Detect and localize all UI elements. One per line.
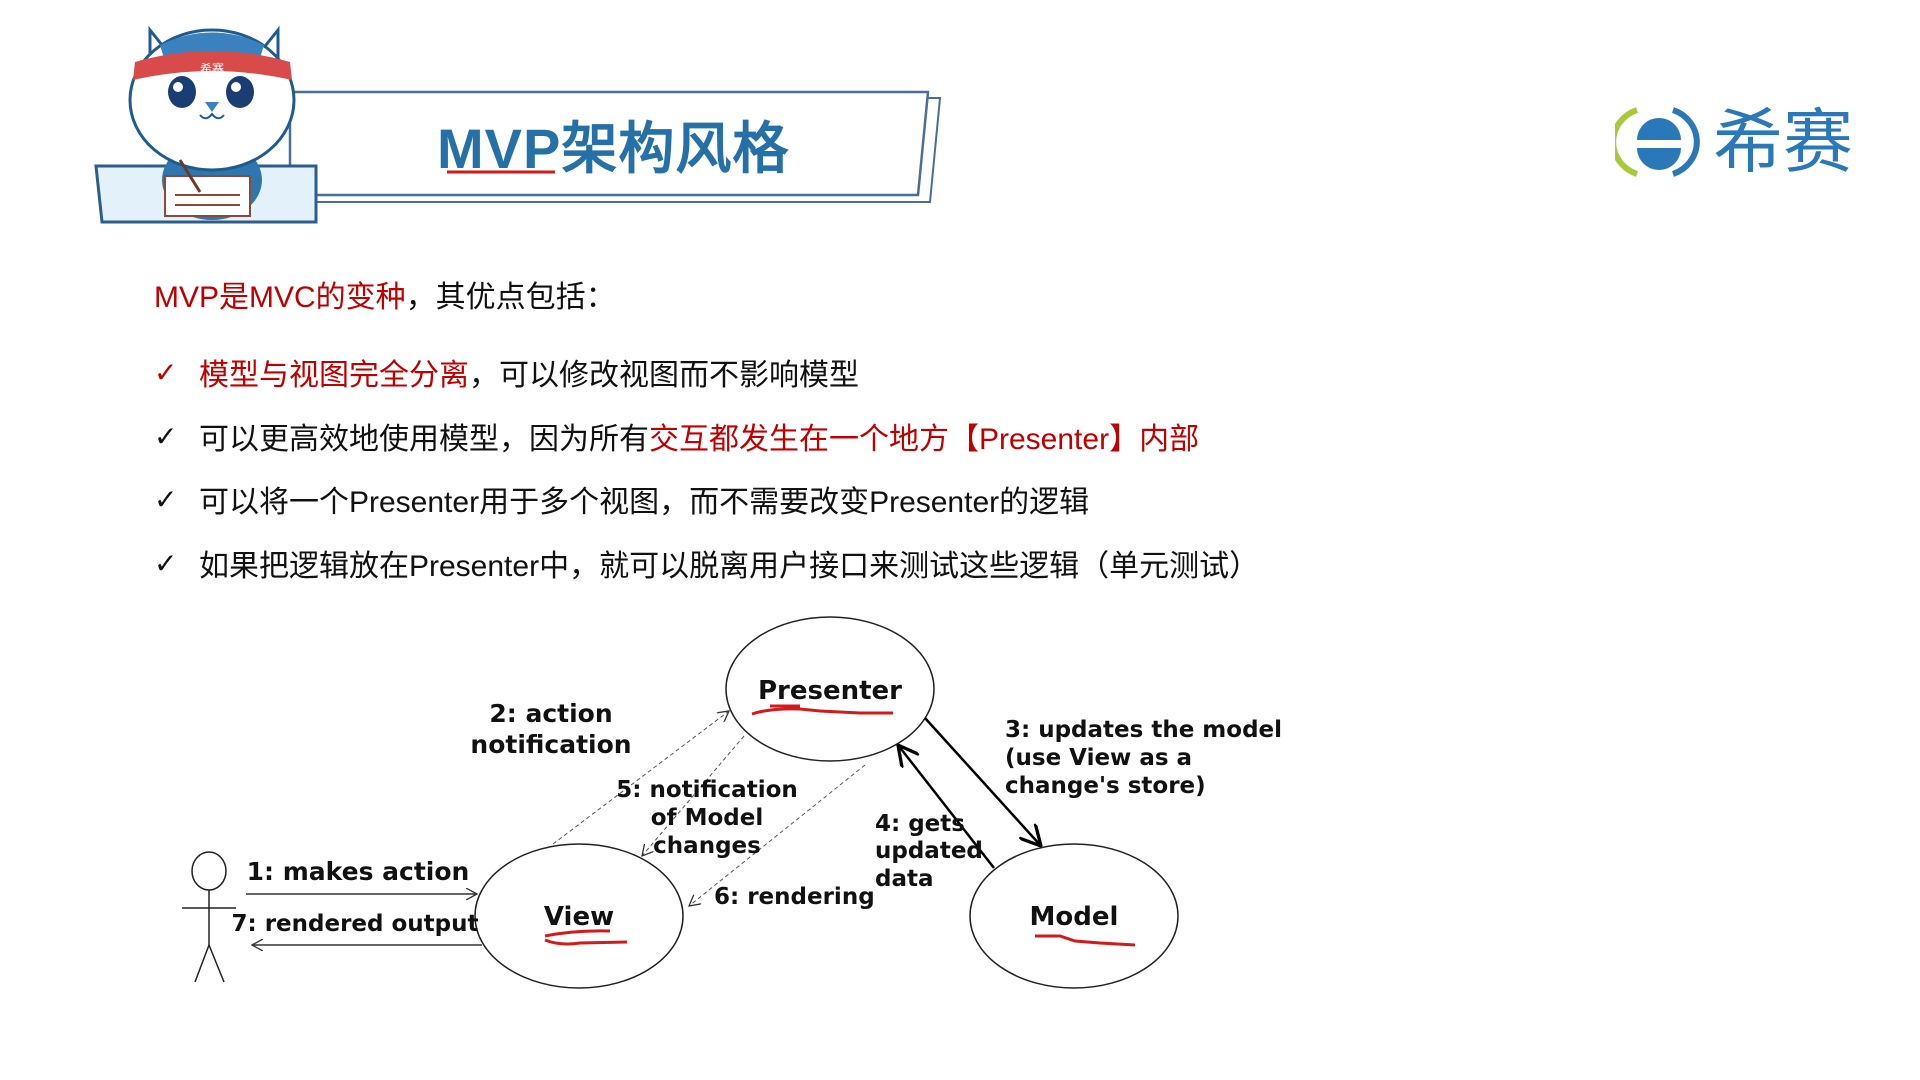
label-notification-1: 5: notification: [616, 777, 798, 803]
check-icon: ✓: [154, 547, 178, 579]
advantage-text: 可以更高效地使用模型，因为所有: [199, 423, 649, 456]
check-icon: ✓: [154, 483, 178, 515]
advantage-item: ✓ 可以更高效地使用模型，因为所有交互都发生在一个地方【Presenter】内部: [154, 414, 1199, 458]
label-gets-data-3: data: [875, 866, 934, 892]
label-notification-3: changes: [653, 833, 761, 859]
view-node: [474, 843, 684, 989]
advantage-text: 模型与视图完全分离: [199, 359, 469, 392]
model-node: [969, 843, 1179, 989]
label-updates-model-1: 3: updates the model: [1005, 717, 1282, 743]
presenter-node: [725, 616, 935, 762]
intro-rest: ，其优点包括：: [405, 281, 616, 314]
model-label: Model: [1030, 902, 1119, 932]
mascot-cat-icon: 希赛: [94, 25, 318, 224]
title-banner: [288, 90, 942, 203]
advantage-item: ✓ 模型与视图完全分离，可以修改视图而不影响模型: [154, 350, 859, 394]
arrow-action-notification: [552, 711, 729, 845]
label-action-notification-2: notification: [470, 730, 631, 759]
advantage-item: ✓ 可以将一个Presenter用于多个视图，而不需要改变Presenter的逻辑: [154, 477, 1089, 521]
label-gets-data-2: updated: [875, 838, 983, 864]
logo-text: 希赛: [1713, 103, 1853, 181]
label-action-notification-1: 2: action: [489, 699, 612, 728]
view-label: View: [544, 902, 614, 932]
label-rendered-output: 7: rendered output: [231, 911, 478, 937]
intro-highlight: MVP是MVC的变种: [154, 281, 406, 314]
logo-e-icon: [1615, 107, 1700, 177]
label-rendering: 6: rendering: [714, 884, 875, 910]
arrow-updates-model: [924, 717, 1041, 846]
arrow-gets-updated-data: [898, 745, 995, 869]
user-actor-icon: [182, 851, 236, 983]
label-gets-data-1: 4: gets: [875, 811, 965, 837]
check-icon: ✓: [154, 420, 178, 452]
svg-text:希赛: 希赛: [200, 61, 224, 76]
header-graphics: 希赛: [94, 25, 942, 224]
brand-logo: 希赛: [1615, 104, 1853, 180]
arrow-model-change-notification: [642, 735, 745, 856]
label-notification-2: of Model: [651, 805, 763, 831]
advantage-text: 如果把逻辑放在Presenter中，就可以脱离用户接口来测试这些逻辑（单元测试）: [199, 550, 1260, 583]
label-updates-model-3: change's store): [1005, 773, 1206, 799]
handwritten-underlines: [544, 704, 1136, 947]
intro-text: MVP是MVC的变种，其优点包括：: [154, 272, 616, 316]
label-updates-model-2: (use View as a: [1005, 745, 1192, 771]
check-icon: ✓: [154, 356, 178, 388]
advantage-item: ✓ 如果把逻辑放在Presenter中，就可以脱离用户接口来测试这些逻辑（单元测试…: [154, 541, 1259, 585]
label-makes-action: 1: makes action: [247, 857, 470, 886]
advantage-text: 交互都发生在一个地方【Presenter】内部: [649, 423, 1200, 456]
arrow-rendering: [689, 764, 866, 906]
advantage-text: ，可以修改视图而不影响模型: [469, 359, 859, 392]
presenter-label: Presenter: [758, 676, 902, 706]
advantage-text: 可以将一个Presenter用于多个视图，而不需要改变Presenter的逻辑: [199, 486, 1090, 519]
page-title: MVP架构风格: [437, 117, 790, 180]
